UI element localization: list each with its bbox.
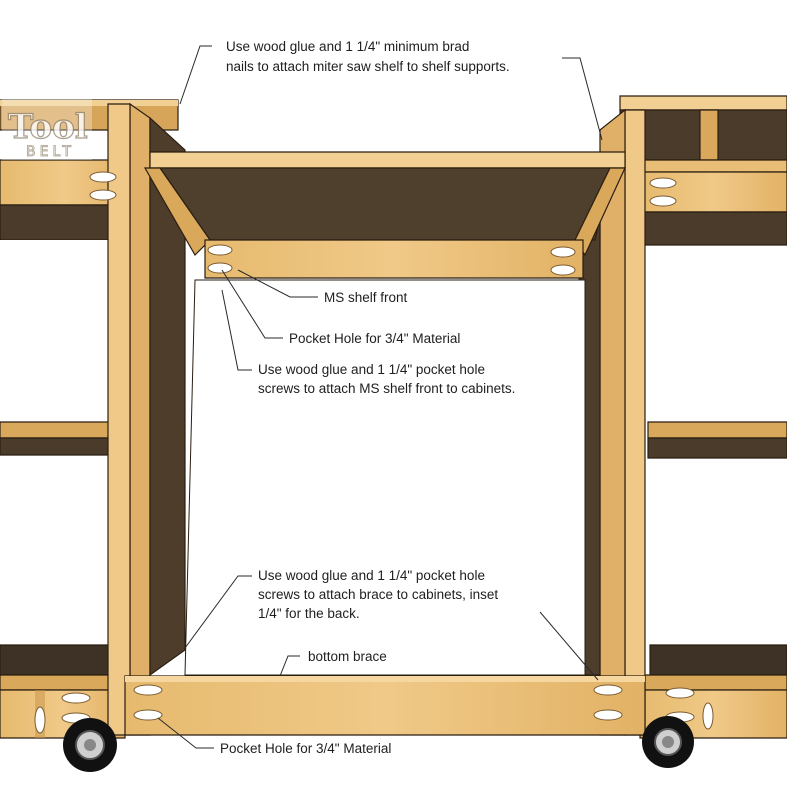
note-mid-line1: Use wood glue and 1 1/4" pocket hole — [258, 362, 485, 377]
miter-saw-shelf — [143, 151, 626, 279]
note-brace-line1: Use wood glue and 1 1/4" pocket hole — [258, 568, 485, 583]
label-pocket-hole-bottom: Pocket Hole for 3/4" Material — [220, 741, 391, 756]
note-mid-line2: screws to attach MS shelf front to cabin… — [258, 381, 515, 396]
annotations: Use wood glue and 1 1/4" minimum brad na… — [220, 39, 515, 756]
note-brace-line2: screws to attach brace to cabinets, inse… — [258, 587, 498, 602]
pocket-hole-icon — [34, 171, 714, 734]
logo-subword: BELT — [26, 144, 75, 160]
left-side-panel — [107, 102, 186, 736]
bottom-brace — [124, 675, 646, 736]
note-top-line1: Use wood glue and 1 1/4" minimum brad — [226, 39, 469, 54]
label-bottom-brace: bottom brace — [308, 649, 387, 664]
label-pocket-hole-top: Pocket Hole for 3/4" Material — [289, 331, 460, 346]
label-ms-shelf-front: MS shelf front — [324, 290, 408, 305]
caster-wheel-icon — [63, 716, 694, 772]
note-brace-line3: 1/4" for the back. — [258, 606, 360, 621]
right-cabinet — [619, 95, 787, 739]
note-top-line2: nails to attach miter saw shelf to shelf… — [226, 59, 510, 74]
logo-wordmark: Tool — [8, 107, 88, 147]
logo: Tool BELT — [2, 96, 92, 160]
leader-lines — [157, 45, 603, 749]
